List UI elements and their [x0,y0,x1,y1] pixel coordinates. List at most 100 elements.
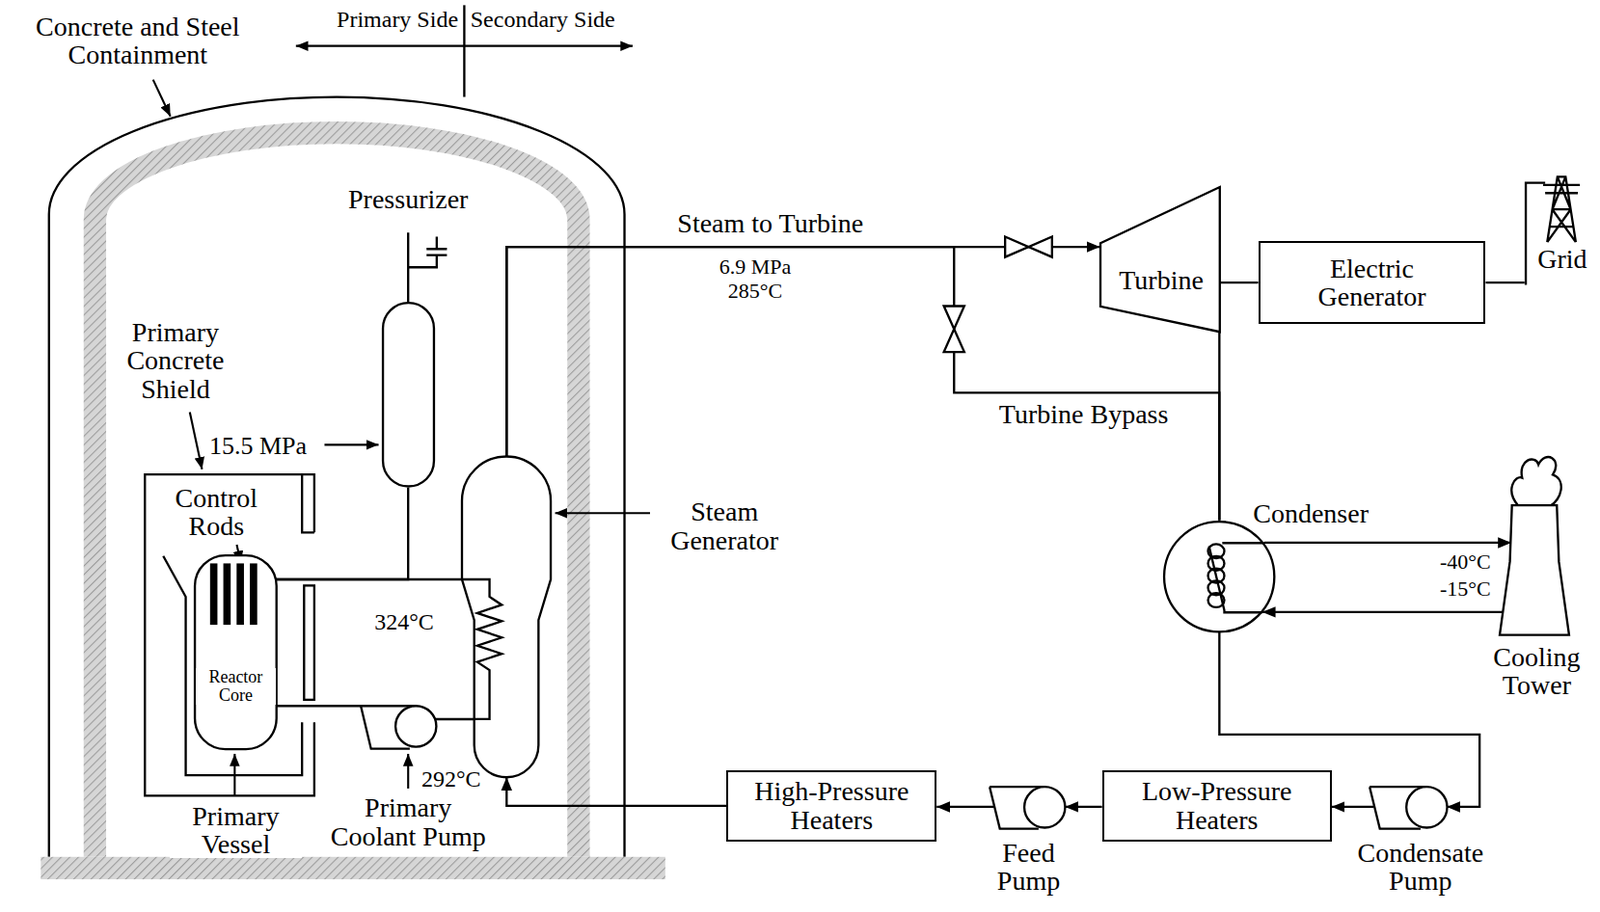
node-label: Condenser [1252,499,1369,528]
leader-line [324,443,379,446]
leader-line [406,754,409,789]
side-arrow [296,45,633,48]
condenser-shell [1164,521,1275,632]
cooling-tower: Cooling Tower [1499,449,1570,636]
pressurizer-vessel: Pressurizer [381,301,435,489]
shape-group [1499,457,1570,636]
side-label: Secondary Side [470,7,616,32]
shape-group [461,456,551,778]
node-label: Pressurizer [348,185,468,214]
control-rod [250,564,256,624]
containment-band [94,133,579,858]
feed-pump: Feed Pump [987,784,1068,832]
part-label: Primary Concrete Shield [108,318,243,404]
side-divider [462,4,465,97]
pump-casing [396,705,437,747]
condensate-pump: Condensate Pump [1367,784,1450,832]
pipe-connector [1218,331,1221,521]
pipe-connector [1262,611,1504,614]
feed-pump-outline [987,784,1068,832]
temperature-label: 292°C [421,767,482,792]
steam-generator-shell [461,456,551,778]
tower-body [1499,505,1570,635]
temperature-label: 285°C [728,279,783,302]
pipe-connector [1219,281,1258,284]
pressure-label: 6.9 MPa [719,255,792,278]
pipe-connector [1331,806,1374,809]
pipe-connector [274,488,409,580]
node-label: Primary Vessel [169,802,303,860]
pressurizer-heater-symbol [407,232,447,302]
temperature-label: 324°C [374,610,434,635]
node-label: Feed Pump [982,839,1075,896]
vessel-shell [194,555,277,750]
heater-box: Low-Pressure Heaters [1102,770,1332,842]
plume [1512,457,1562,506]
vessel-shell [382,302,434,487]
node-label: Steam Generator [650,497,798,555]
edge-label: Turbine Bypass [999,400,1169,429]
part-label: Concrete and Steel Containment [0,12,276,70]
pump-casing [1024,786,1065,828]
pipe-connector [434,718,474,721]
part-label: Control Rods [160,484,272,542]
condenser: Condenser [1163,520,1275,633]
pressurizer-vessel-outline [381,301,435,489]
pump-casing [1406,786,1447,828]
grid-tower: Grid [1524,170,1595,286]
pressure-label: 15.5 MPa [209,433,307,460]
node-label: Turbine [1118,266,1204,295]
steam-generator: Steam Generator [461,457,551,778]
control-rod [224,564,230,624]
leader-line [555,512,654,515]
temperature-label: -40°C [1439,550,1492,573]
turbine: Turbine [1100,187,1221,332]
node-label: Electric Generator [1290,254,1454,312]
leader-line [233,754,236,796]
node-label: Primary Coolant Pump [324,793,493,851]
reactor-vessel: Reactor CorePrimary Vessel [193,554,278,751]
heater-box: High-Pressure Heaters [726,770,937,842]
shape-group [1100,187,1221,332]
shield-outer [144,474,315,796]
pipe-connector [274,705,362,707]
coil-stubs [1209,542,1265,613]
control-rod [211,564,217,624]
turbine-outline [1100,187,1221,332]
leader-lines [153,80,653,797]
leader-line [189,412,203,470]
leader-line [153,80,171,117]
pipe-connector [936,806,994,809]
pipe-connector [1065,806,1103,809]
condensate-pump-outline [1367,784,1450,832]
primary-coolant-pump-outline [358,702,439,752]
shape-group [361,705,437,749]
edge-label: Steam to Turbine [677,209,864,238]
reactor-vessel-outline [193,554,278,751]
pipe-connector [506,777,727,807]
ground-slab [40,857,666,880]
shape-group [989,786,1065,829]
steam-generator-tubes [461,579,502,720]
bypass-valve [944,305,965,353]
pylon [1543,176,1580,243]
pipe-connector [1264,542,1512,544]
node-label: Grid [1537,244,1587,273]
side-label: Primary Side [336,7,459,32]
node-label: Condensate Pump [1333,839,1508,896]
pipe-connector [1485,281,1524,284]
shape-group [382,302,434,487]
node-label: Cooling Tower [1483,643,1591,701]
node-label: Reactor Core [195,668,276,706]
control-rod [238,564,244,624]
primary-coolant-pump: Primary Coolant Pump [358,702,439,752]
turbine-casing [1100,187,1221,332]
shape-group [194,555,277,750]
node-label: Low-Pressure Heaters [1117,777,1317,835]
shape-group [1369,786,1447,829]
containment-outer-wall [49,97,625,858]
shape-group [1164,521,1275,632]
cooling-tower-outline [1499,449,1570,636]
node-label: High-Pressure Heaters [736,777,926,835]
